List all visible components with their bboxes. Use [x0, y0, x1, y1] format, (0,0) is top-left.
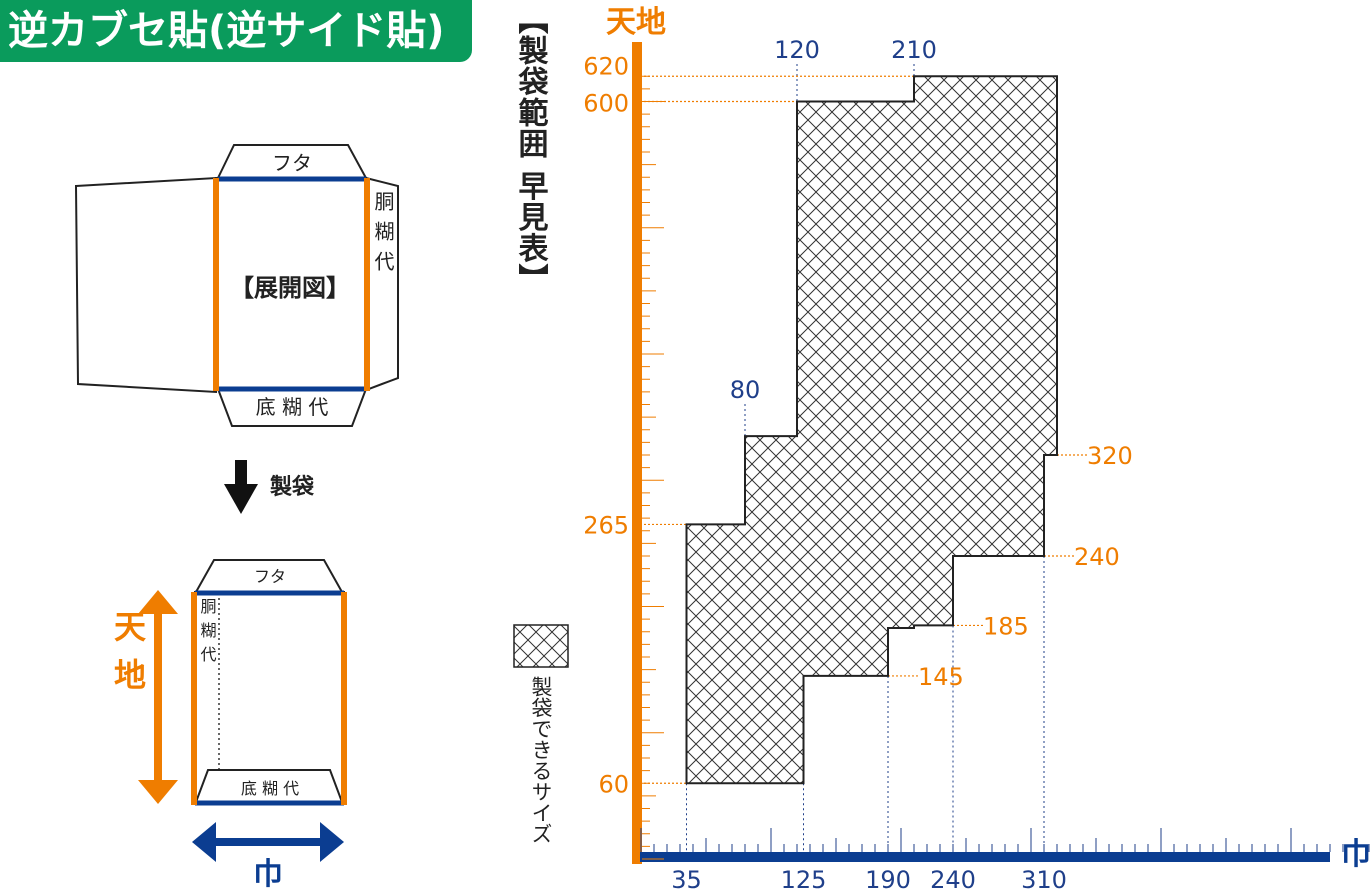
width-label: 巾	[253, 857, 283, 890]
legend-label: 製袋できるサイズ	[529, 676, 553, 844]
y-value-label: 600	[583, 90, 629, 118]
finished-diagram: フタ 胴糊代 底 糊 代	[191, 559, 347, 806]
x-axis-bar	[640, 852, 1330, 862]
x-axis-ticks	[640, 828, 1370, 852]
legend-swatch	[513, 624, 569, 668]
right-value-label: 185	[983, 612, 1029, 640]
unfolded-left-panel	[74, 176, 217, 394]
y-value-label: 265	[583, 511, 629, 539]
x-axis-title: 巾	[1341, 837, 1371, 872]
section-heading: 【製袋範囲 早見表】	[513, 4, 550, 294]
unfolded-diagram: フタ 【展開図】 胴糊代 底 糊 代	[74, 144, 399, 427]
width-arrow-icon	[192, 822, 344, 862]
y-value-label: 60	[598, 770, 629, 798]
unfolded-bottom-glue-label: 底 糊 代	[256, 395, 329, 419]
unfolded-side-glue-label: 胴糊代	[371, 191, 395, 281]
range-chart: 天地 巾 35 125 190 240 310 80 120 210 60 265 600 620 14…	[583, 5, 1371, 890]
x-value-label: 35	[671, 866, 702, 890]
right-value-label: 145	[918, 663, 964, 691]
chart-value-labels: 35 125 190 240 310 80 120 210 60 265 600 620 145 185 2…	[583, 36, 1133, 890]
x-value-label: 190	[865, 866, 911, 890]
top-value-label: 80	[730, 376, 761, 404]
title-badge: 逆カブセ貼(逆サイド貼)	[0, 0, 472, 62]
page-title: 逆カブセ貼(逆サイド貼)	[8, 8, 445, 54]
y-axis-bar	[632, 42, 642, 864]
right-value-label: 240	[1074, 543, 1120, 571]
right-value-label: 320	[1087, 442, 1133, 470]
y-value-label: 620	[583, 52, 629, 80]
y-axis-ticks	[642, 75, 664, 860]
top-value-label: 210	[891, 36, 937, 64]
top-value-label: 120	[774, 36, 820, 64]
x-value-label: 125	[781, 866, 827, 890]
height-arrow-icon	[138, 590, 178, 804]
y-axis-title: 天地	[606, 5, 666, 40]
x-value-label: 240	[930, 866, 976, 890]
x-value-label: 310	[1021, 866, 1067, 890]
finished-side-glue-label: 胴糊代	[198, 598, 217, 670]
unfolded-center-label: 【展開図】	[230, 274, 350, 302]
finished-flap-label: フタ	[254, 567, 286, 586]
height-label: 天地	[109, 610, 147, 706]
down-arrow-icon	[224, 460, 258, 514]
chart-guides	[644, 64, 1087, 852]
arrow-label: 製袋	[269, 474, 315, 500]
unfolded-flap-label: フタ	[272, 151, 312, 175]
finished-bottom-glue-label: 底 糊 代	[241, 779, 299, 798]
size-range-region	[685, 75, 1058, 785]
